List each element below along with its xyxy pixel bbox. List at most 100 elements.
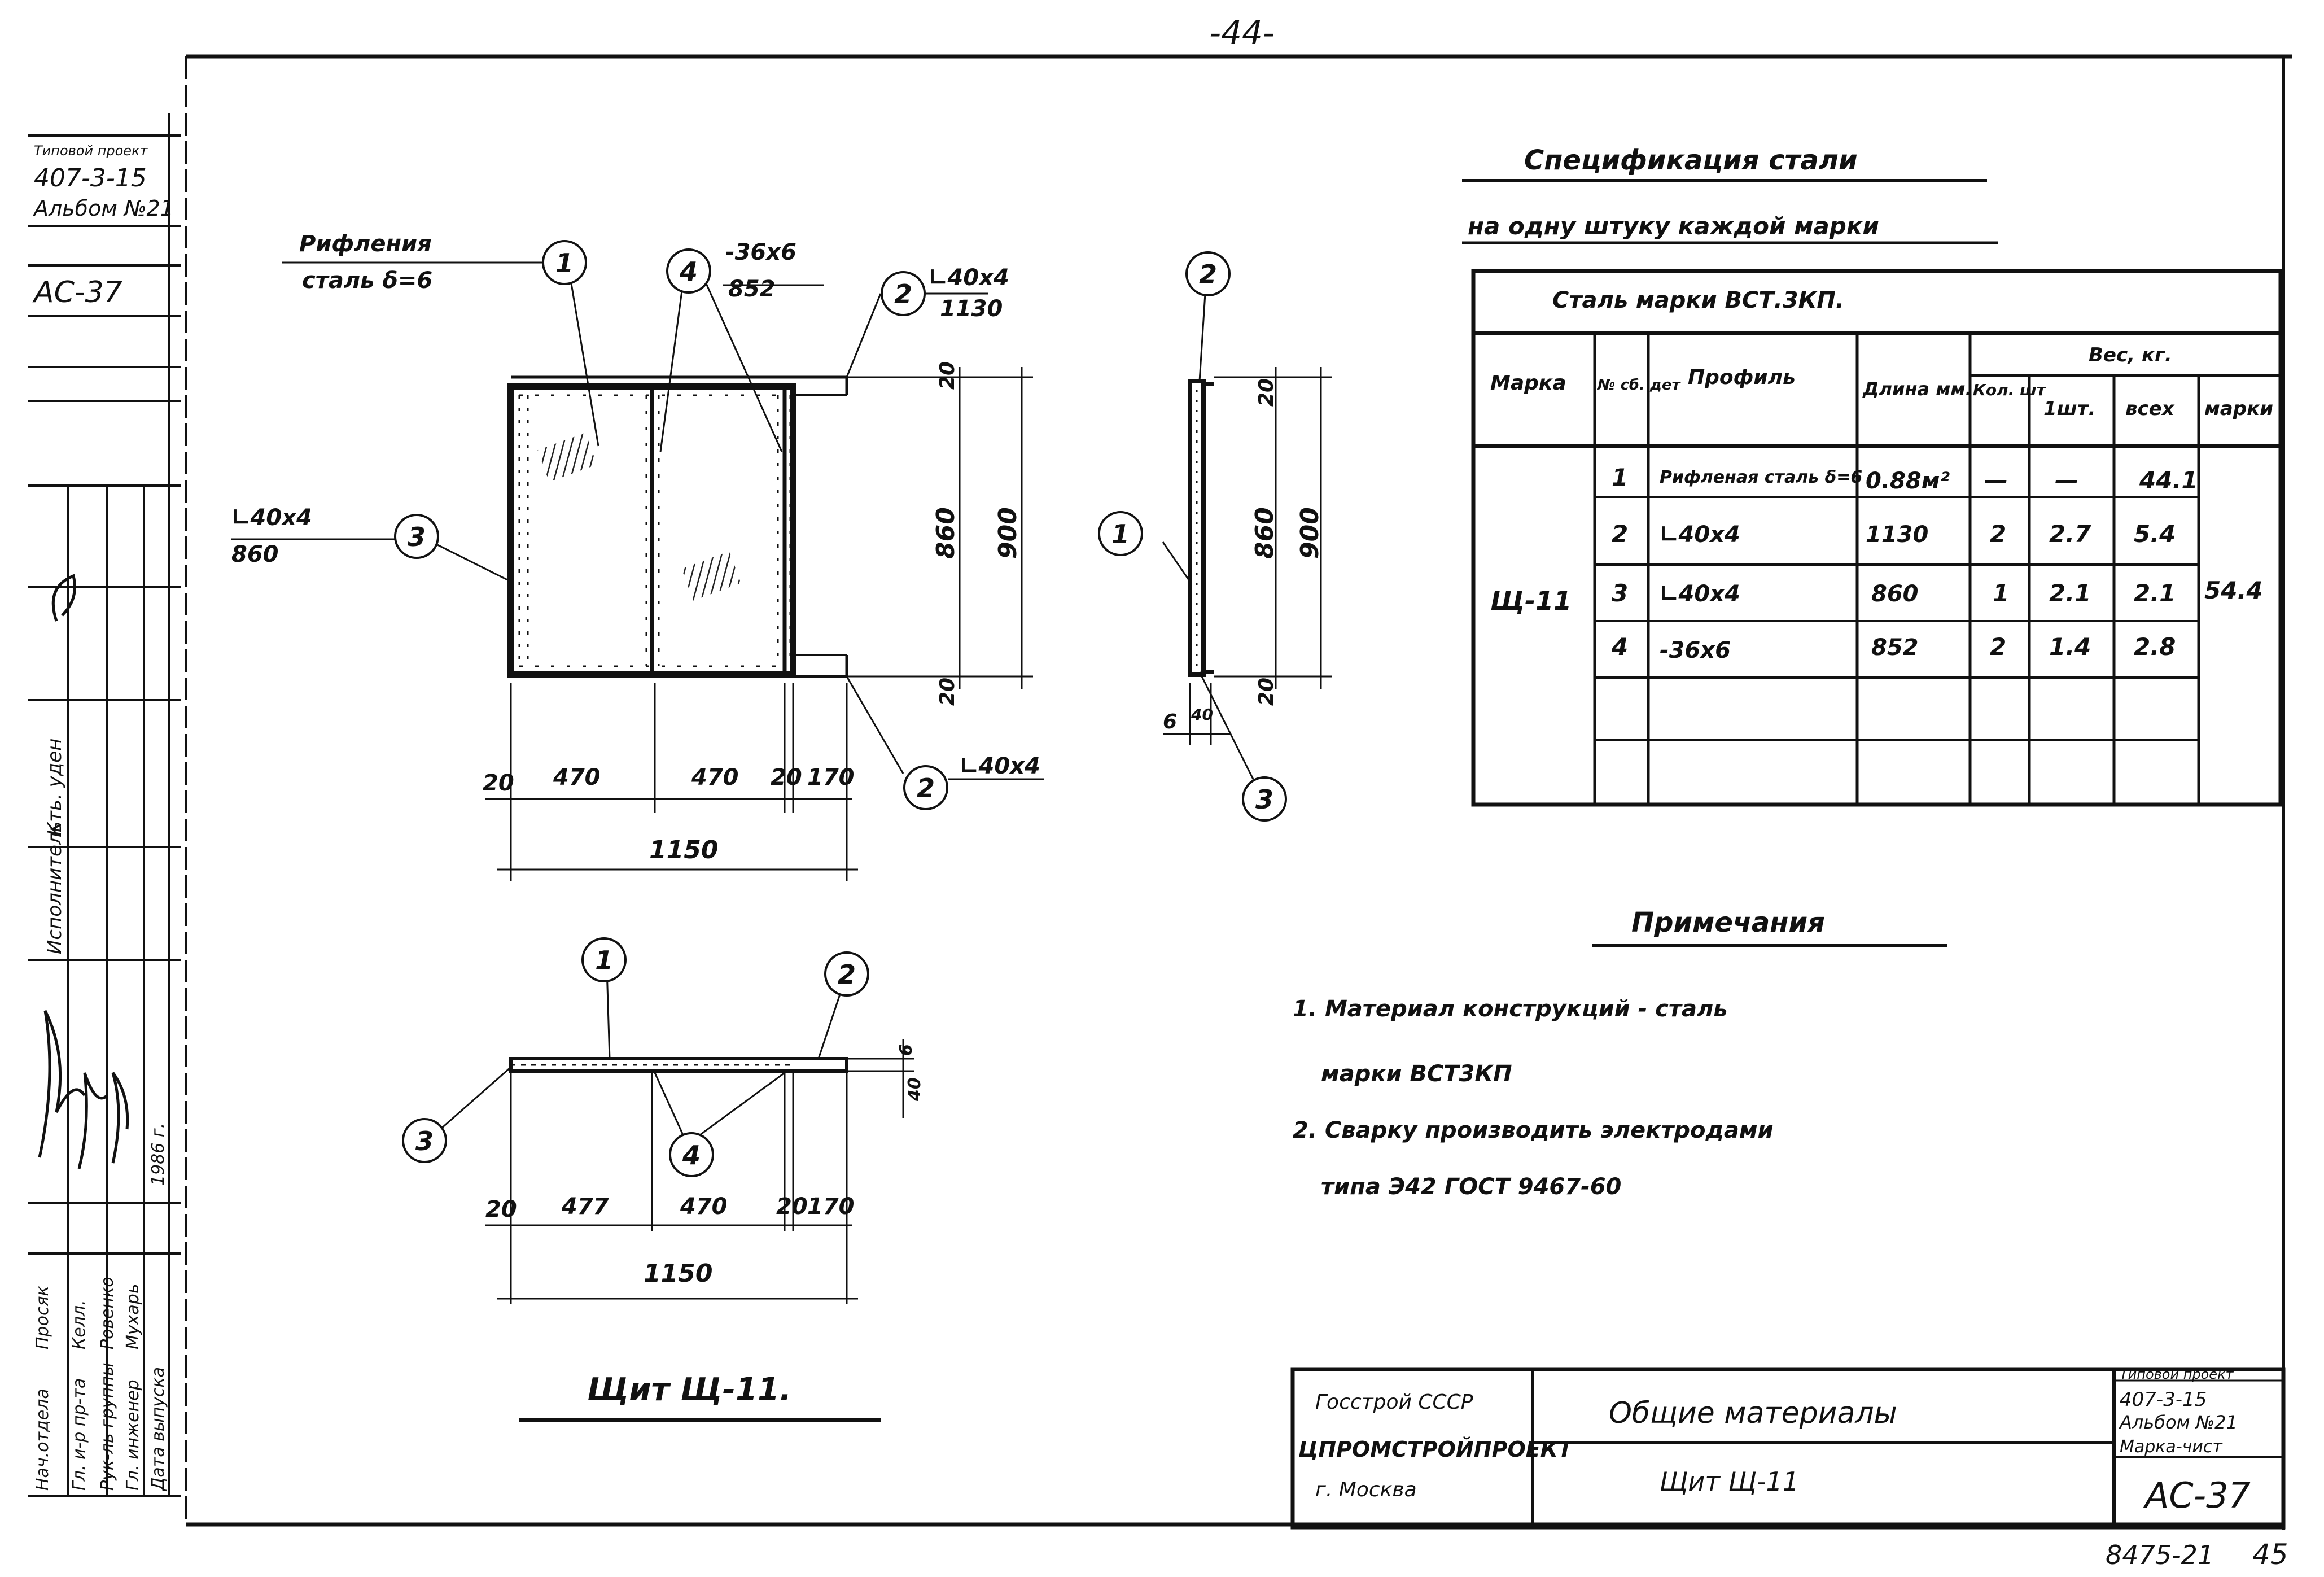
strip-name-3: Ровенко <box>98 1277 117 1349</box>
footer-inv: 8475-21 <box>2106 1540 2214 1570</box>
spec-mark: Щ-11 <box>1490 586 1572 616</box>
callout-2-text-1: ∟40x4 <box>929 265 1009 291</box>
spec-r4-profile: -36x6 <box>1660 637 1731 663</box>
spec-title: Спецификация стали <box>1524 145 1858 176</box>
dim-20-a: 20 <box>483 770 514 796</box>
tb-code: АС-37 <box>2143 1475 2251 1516</box>
svg-text:4: 4 <box>682 1140 701 1170</box>
spec-r2-w-one: 2.7 <box>2049 520 2091 548</box>
balloon-1-main: 1 <box>542 240 587 285</box>
spec-h-profile: Профиль <box>1688 366 1796 389</box>
spec-r4-length: 852 <box>1871 635 1919 661</box>
spec-r1-length: 0.88м² <box>1866 468 1950 494</box>
main-callout-texts: Рифления сталь δ=6 -36x6 852 ∟40x4 1130 … <box>231 231 1040 779</box>
strip-role-4: Гл. инженер <box>123 1379 143 1491</box>
tb-project-2: 407-3-15 <box>2120 1388 2207 1411</box>
bot-dim-470: 470 <box>680 1194 728 1220</box>
spec-r1-qty: — <box>1984 466 2008 494</box>
spec-h-weight: Вес, кг. <box>2089 344 2172 366</box>
balloon-4-bottom: 4 <box>669 1132 714 1177</box>
callout-4-text-1: -36x6 <box>725 239 796 265</box>
side-dim-top: 20 <box>1255 378 1278 407</box>
spec-r3-profile: ∟40x4 <box>1660 581 1740 607</box>
balloon-3-side: 3 <box>1242 776 1287 822</box>
bot-dim-1150: 1150 <box>644 1259 712 1288</box>
dim-470-a: 470 <box>553 765 601 790</box>
strip-name-4: Мухарь <box>123 1284 143 1350</box>
sheet-frame <box>185 54 2292 1530</box>
spec-r4-w-one: 1.4 <box>2049 633 2091 661</box>
svg-text:2: 2 <box>917 773 935 803</box>
callout-2b-text: ∟40x4 <box>960 753 1040 779</box>
spec-h-pos: № сб. дет <box>1597 377 1681 394</box>
dim-470-b: 470 <box>691 765 739 790</box>
svg-text:2: 2 <box>894 279 912 309</box>
page-number: -44- <box>1209 14 1275 52</box>
spec-r2-profile: ∟40x4 <box>1660 522 1740 548</box>
callout-3-text-1: ∟40x4 <box>231 505 312 531</box>
footer-page: 45 <box>2252 1538 2288 1571</box>
side-view <box>1162 293 1332 780</box>
dim-right-bottom: 20 <box>936 678 959 706</box>
tb-name: Общие материалы <box>1609 1396 1897 1430</box>
strip-role-1: Нач.отдела <box>33 1388 52 1491</box>
spec-r3-w-one: 2.1 <box>2049 579 2091 607</box>
tb-project-1: Типовой проект <box>2120 1366 2234 1382</box>
notes-line-4: типа Э42 ГОСТ 9467-60 <box>1321 1174 1621 1200</box>
stamp-line-1: Типовой проект <box>34 143 148 159</box>
callout-1-text-2: сталь δ=6 <box>302 268 432 294</box>
stamp-line-3: Альбом №21 <box>32 196 174 221</box>
spec-r1-pos: 1 <box>1612 464 1628 491</box>
spec-r4-pos: 4 <box>1611 633 1628 661</box>
dim-170: 170 <box>807 765 855 790</box>
svg-text:3: 3 <box>1255 784 1273 815</box>
svg-text:1: 1 <box>1111 519 1130 549</box>
notes-title: Примечания <box>1631 907 1825 938</box>
svg-text:2: 2 <box>1199 259 1217 290</box>
tb-org-1: Госстрой СССР <box>1315 1391 1473 1414</box>
spec-r3-qty: 1 <box>1993 579 2009 607</box>
left-stamp <box>28 113 181 1497</box>
balloon-3-bottom: 3 <box>402 1118 447 1163</box>
hatch-patch-2 <box>681 551 741 601</box>
signature-scribbles <box>38 574 129 1169</box>
hatch-patch-1 <box>537 433 597 482</box>
tb-project-4: Марка-чист <box>2120 1437 2223 1457</box>
callout-2-text-2: 1130 <box>940 296 1003 322</box>
svg-text:3: 3 <box>415 1126 434 1156</box>
spec-h-w-all: всех <box>2125 397 2175 420</box>
drawing-title: Щит Щ-11. <box>587 1371 791 1408</box>
spec-subtitle: на одну штуку каждой марки <box>1468 212 1879 240</box>
main-view-dim-texts: 20 470 470 20 170 1150 20 860 900 20 <box>483 361 1022 864</box>
callout-1-text-1: Рифления <box>299 231 432 257</box>
main-view-dims <box>485 367 1033 881</box>
strip-year: 1986 г. <box>148 1123 168 1186</box>
bottom-view-texts: 20 477 470 20 170 1150 6 40 <box>485 1044 925 1288</box>
spec-h-length: Длина мм. <box>1862 378 1972 400</box>
bot-dim-20-a: 20 <box>485 1196 517 1222</box>
tb-sheet: Щит Щ-11 <box>1660 1466 1799 1497</box>
notes-line-1: 1. Материал конструкций - сталь <box>1293 996 1728 1022</box>
bot-dim-20-b: 20 <box>776 1194 808 1220</box>
balloon-2-side: 2 <box>1185 251 1231 296</box>
strip-role-3: Рук-ль группы <box>98 1362 117 1491</box>
notes-line-2: марки ВСТ3КП <box>1321 1061 1512 1087</box>
svg-text:3: 3 <box>408 522 426 552</box>
spec-table-grid <box>1471 269 2283 807</box>
title-block-texts: Госстрой СССР ЦПРОМСТРОЙПРОЕКТ г. Москва… <box>1298 1366 2251 1516</box>
balloon-2b-main: 2 <box>903 765 948 810</box>
spec-steel-grade: Сталь марки ВСТ.3КП. <box>1552 287 1844 313</box>
spec-r4-w-all: 2.8 <box>2134 633 2176 661</box>
svg-text:1: 1 <box>555 248 574 278</box>
spec-table-texts: Сталь марки ВСТ.3КП. Марка № сб. дет Про… <box>1490 287 2273 663</box>
notes-line-3: 2. Сварку производить электродами <box>1293 1117 1774 1143</box>
balloon-2-bottom: 2 <box>824 951 869 997</box>
spec-h-mark: Марка <box>1490 372 1566 395</box>
title-block <box>1290 1367 2286 1530</box>
svg-text:4: 4 <box>679 256 698 287</box>
bottom-view <box>440 968 914 1304</box>
spec-r3-length: 860 <box>1871 581 1919 607</box>
main-leaders <box>231 261 1044 780</box>
balloon-2-main: 2 <box>881 271 926 316</box>
spec-h-qty: Кол. шт <box>1973 381 2047 399</box>
